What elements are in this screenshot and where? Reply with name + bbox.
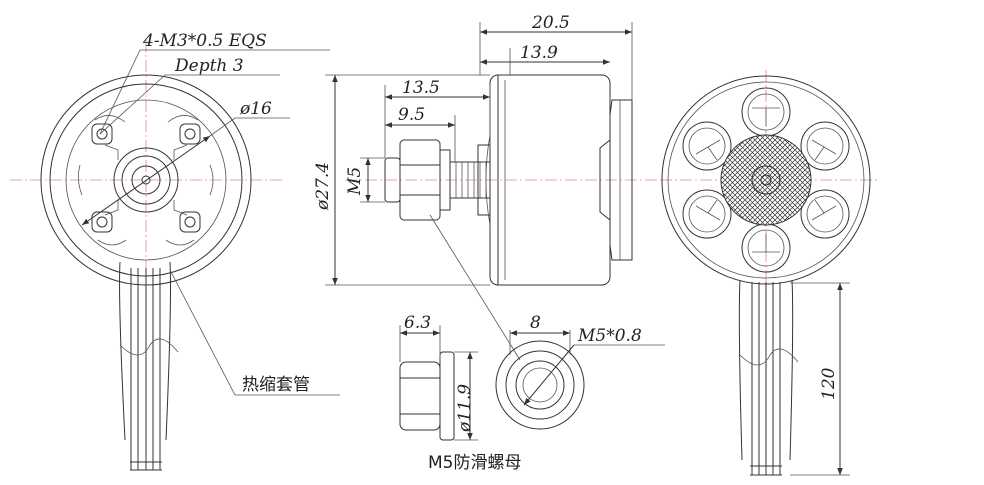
body-length-label: 13.9 bbox=[520, 43, 558, 63]
nut-hex-label: 8 bbox=[530, 313, 541, 333]
left-view: ø16 4-M3*0.5 EQS Depth 3 热缩套管 bbox=[10, 31, 340, 471]
thread-length-label: 9.5 bbox=[398, 105, 425, 125]
nut-detail: 6.3 ø11.9 8 M5*0.8 M5防滑螺母 bbox=[399, 313, 665, 473]
overall-length-label: 20.5 bbox=[531, 13, 570, 33]
thread-note-line1: 4-M3*0.5 EQS bbox=[142, 31, 267, 51]
thread-note-line2: Depth 3 bbox=[174, 56, 244, 76]
thread-size-label: M5 bbox=[345, 167, 365, 196]
nut-width-label: 6.3 bbox=[404, 313, 431, 333]
sleeve-label: 热缩套管 bbox=[242, 375, 310, 395]
left-diameter-label: ø16 bbox=[239, 99, 272, 119]
nut-thread-label: M5*0.8 bbox=[577, 326, 642, 346]
shaft-length-label: 13.5 bbox=[402, 78, 440, 98]
wire-length-label: 120 bbox=[819, 367, 839, 400]
nut-diameter-label: ø11.9 bbox=[455, 384, 475, 433]
nut-caption: M5防滑螺母 bbox=[428, 453, 521, 473]
right-view: 120 bbox=[660, 70, 880, 476]
side-view: 20.5 13.9 13.5 9.5 M5 ø27.4 bbox=[313, 13, 660, 361]
side-diameter-label: ø27.4 bbox=[313, 162, 333, 211]
